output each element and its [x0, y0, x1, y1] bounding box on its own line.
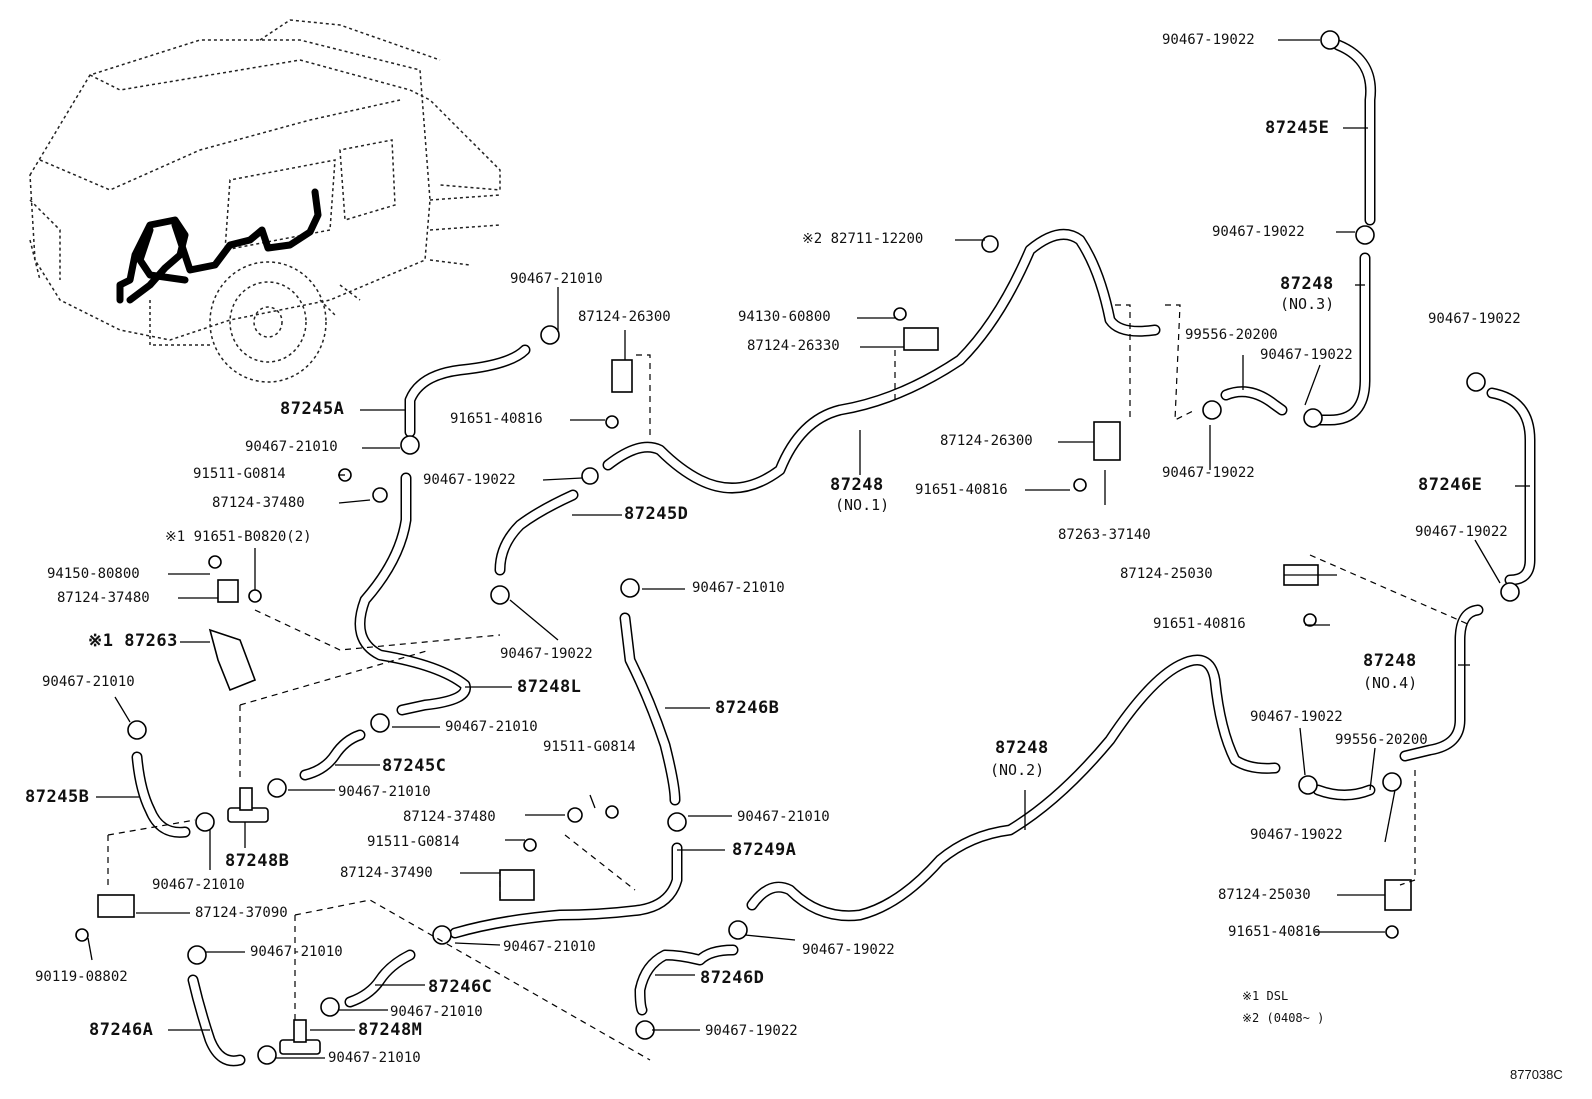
hose-part-label: 87248 [830, 475, 884, 495]
part-number-label: 90467-21010 [503, 939, 596, 955]
note-mark: ※1 [1242, 989, 1260, 1003]
note-date: ※2 (0408~ ) [1242, 1012, 1324, 1024]
part-number-label: 91651-40816 [1228, 924, 1321, 940]
hose-part-label: 87246C [428, 977, 493, 997]
hose-part-sublabel: (NO.1) [835, 496, 890, 514]
note-text: DSL [1266, 989, 1289, 1003]
hose-part-label: 87245E [1265, 118, 1330, 138]
part-number-label: 90467-21010 [390, 1004, 483, 1020]
part-number-label: 90467-21010 [245, 439, 338, 455]
note-text: (0408~ ) [1266, 1011, 1325, 1025]
part-number-label: 87124-25030 [1120, 566, 1213, 582]
part-number-label: 87124-37480 [403, 809, 496, 825]
part-number-label: 91651-40816 [450, 411, 543, 427]
part-number-label: 90467-19022 [705, 1023, 798, 1039]
diagram-id: 877038C [1510, 1067, 1563, 1082]
heater-hose-harness-route [116, 188, 322, 304]
hose-part-label: 87248B [225, 851, 290, 871]
hose-part-label: 87248 [995, 738, 1049, 758]
hose-clamps [75, 30, 1520, 1065]
part-number-label: 90467-19022 [1162, 32, 1255, 48]
part-number-label: 90467-21010 [152, 877, 245, 893]
hose-part-label: 87248M [358, 1020, 423, 1040]
part-number-label: 87124-37090 [195, 905, 288, 921]
part-number-label: 90467-19022 [1415, 524, 1508, 540]
hose-part-label: 87248 [1363, 651, 1417, 671]
hose-part-label: 87246A [89, 1020, 154, 1040]
part-number-label: ※1 91651-B0820(2) [165, 529, 312, 545]
part-number-label: 87124-26300 [578, 309, 671, 325]
part-number-label: 90467-19022 [1428, 311, 1521, 327]
hose-part-label: 87246E [1418, 475, 1483, 495]
part-number-label: 90467-19022 [1260, 347, 1353, 363]
part-number-label: 90467-19022 [423, 472, 516, 488]
part-number-label: 91651-40816 [1153, 616, 1246, 632]
hose-part-label: 87249A [732, 840, 797, 860]
part-number-label: 94130-60800 [738, 309, 831, 325]
part-number-label: 90467-21010 [692, 580, 785, 596]
part-number-label: 90467-21010 [445, 719, 538, 735]
dashed-reference-lines [107, 304, 1471, 1061]
part-number-label: 99556-20200 [1335, 732, 1428, 748]
part-number-label: 91511-G0814 [543, 739, 636, 755]
part-number-label: 90467-19022 [1162, 465, 1255, 481]
note-mark: ※2 [1242, 1011, 1260, 1025]
part-number-label: 91511-G0814 [193, 466, 286, 482]
hose-part-sublabel: (NO.3) [1280, 295, 1335, 313]
part-number-label: 90467-19022 [1250, 709, 1343, 725]
hoses [131, 39, 1536, 1067]
part-number-label: 91651-40816 [915, 482, 1008, 498]
part-number-label: 87124-37490 [340, 865, 433, 881]
part-number-label: 87263-37140 [1058, 527, 1151, 543]
part-number-label: 90467-21010 [510, 271, 603, 287]
part-number-label: 94150-80800 [47, 566, 140, 582]
part-number-label: 90467-21010 [737, 809, 830, 825]
leader-lines [87, 39, 1530, 1059]
part-number-label: 87124-37480 [57, 590, 150, 606]
hose-part-sublabel: (NO.2) [990, 761, 1045, 779]
part-number-label: 90467-19022 [500, 646, 593, 662]
hose-part-label: 87245C [382, 756, 447, 776]
hose-part-label: 87248L [517, 677, 582, 697]
part-number-label: 90467-19022 [1250, 827, 1343, 843]
part-number-label: 90467-19022 [802, 942, 895, 958]
note-dsl: ※1 DSL [1242, 990, 1288, 1002]
part-number-label: 99556-20200 [1185, 327, 1278, 343]
part-number-label: 90467-21010 [42, 674, 135, 690]
part-number-label: 90467-21010 [328, 1050, 421, 1066]
part-number-label: 90467-21010 [250, 944, 343, 960]
hose-part-sublabel: (NO.4) [1363, 674, 1418, 692]
part-number-label: 90119-08802 [35, 969, 128, 985]
part-number-label: 91511-G0814 [367, 834, 460, 850]
hose-part-label: 87245B [25, 787, 90, 807]
hose-part-label: 87246D [700, 968, 765, 988]
part-number-label: 87124-26330 [747, 338, 840, 354]
hose-part-label: 87245D [624, 504, 689, 524]
hose-part-label: 87246B [715, 698, 780, 718]
part-number-label: 90467-19022 [1212, 224, 1305, 240]
hose-part-label: 87245A [280, 399, 345, 419]
part-number-label: 87124-37480 [212, 495, 305, 511]
part-number-label: 87124-26300 [940, 433, 1033, 449]
hose-part-label: ※1 87263 [88, 631, 178, 651]
part-number-label: ※2 82711-12200 [802, 231, 924, 247]
hose-part-label: 87248 [1280, 274, 1334, 294]
part-number-label: 90467-21010 [338, 784, 431, 800]
part-number-label: 87124-25030 [1218, 887, 1311, 903]
vehicle-outline [29, 19, 501, 383]
